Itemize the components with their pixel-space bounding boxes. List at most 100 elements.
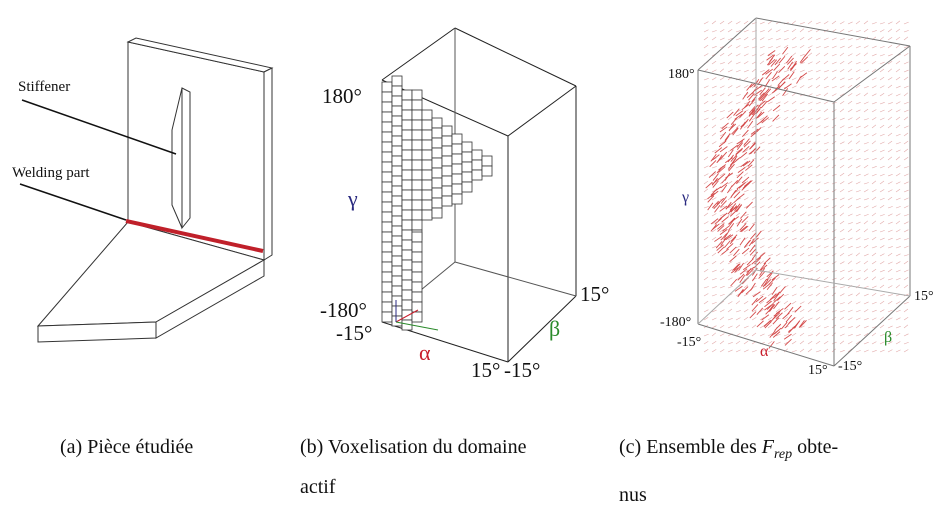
vector-arrow bbox=[748, 223, 755, 232]
vector-arrow bbox=[871, 285, 877, 289]
vector-arrow bbox=[758, 271, 765, 279]
vector-arrow bbox=[739, 110, 747, 118]
vector-arrow bbox=[775, 220, 781, 225]
vector-arrow bbox=[730, 234, 738, 242]
vector-arrow bbox=[863, 309, 869, 313]
vector-arrow bbox=[743, 140, 751, 148]
vector-arrow bbox=[791, 270, 797, 273]
voxel-cell bbox=[431, 157, 443, 169]
vector-arrow bbox=[703, 309, 709, 313]
vector-arrow bbox=[759, 172, 765, 177]
vector-arrow bbox=[775, 156, 781, 161]
voxel-cell bbox=[421, 139, 433, 151]
vector-arrow bbox=[716, 165, 724, 174]
vector-arrow bbox=[727, 301, 733, 305]
vector-arrow bbox=[717, 225, 725, 232]
vector-arrow bbox=[863, 61, 869, 65]
vector-arrow bbox=[879, 324, 885, 329]
voxel-cell bbox=[421, 199, 433, 211]
vector-arrow bbox=[703, 29, 709, 33]
vector-arrow bbox=[772, 71, 778, 80]
vector-arrow bbox=[863, 157, 869, 161]
vector-arrow bbox=[705, 181, 713, 189]
vector-arrow bbox=[711, 36, 717, 41]
vector-arrow bbox=[759, 264, 768, 272]
vector-arrow bbox=[863, 332, 869, 337]
vector-arrow bbox=[815, 117, 821, 121]
vector-arrow bbox=[796, 75, 802, 84]
vector-arrow bbox=[762, 88, 770, 96]
vector-arrow bbox=[743, 124, 749, 129]
vector-arrow bbox=[807, 156, 813, 161]
vector-arrow bbox=[714, 236, 723, 242]
vector-arrow bbox=[863, 293, 869, 297]
voxel-cell bbox=[401, 229, 413, 241]
vector-arrow bbox=[759, 117, 765, 121]
voxel-cell bbox=[461, 161, 473, 173]
voxel-cell bbox=[441, 125, 453, 137]
vector-arrow bbox=[863, 164, 869, 169]
vector-arrow bbox=[799, 252, 805, 257]
vector-arrow bbox=[719, 117, 725, 121]
vector-arrow bbox=[839, 286, 845, 289]
vector-arrow bbox=[777, 293, 785, 301]
vector-arrow bbox=[779, 286, 786, 294]
vector-arrow bbox=[783, 188, 789, 193]
vector-arrow bbox=[724, 230, 730, 239]
vector-arrow bbox=[735, 252, 741, 257]
vector-arrow bbox=[839, 261, 845, 265]
vector-arrow bbox=[783, 53, 789, 57]
vector-arrow bbox=[733, 263, 741, 271]
voxel-cell bbox=[391, 165, 403, 177]
voxel-cell bbox=[421, 189, 433, 201]
vector-arrow bbox=[807, 118, 813, 121]
vector-arrow bbox=[799, 340, 805, 345]
vector-arrow bbox=[887, 36, 893, 41]
vector-arrow bbox=[823, 70, 829, 73]
vector-arrow bbox=[767, 50, 776, 57]
voxel-cell bbox=[411, 231, 423, 243]
vector-arrow bbox=[871, 166, 877, 169]
vector-arrow bbox=[895, 341, 901, 345]
vector-arrow bbox=[831, 20, 837, 25]
vector-arrow bbox=[847, 326, 853, 329]
vector-arrow bbox=[863, 125, 869, 129]
vector-arrow bbox=[767, 188, 773, 193]
vector-arrow bbox=[855, 237, 861, 241]
vector-arrow bbox=[714, 205, 721, 213]
vector-arrow bbox=[766, 57, 774, 66]
voxel-cell bbox=[441, 185, 453, 197]
vector-arrow bbox=[775, 149, 781, 153]
vector-arrow bbox=[903, 85, 909, 89]
vector-arrow bbox=[815, 212, 821, 217]
gamma-symbol: γ bbox=[682, 189, 690, 206]
vector-arrow bbox=[767, 101, 773, 105]
vector-arrow bbox=[719, 285, 725, 289]
vector-arrow bbox=[711, 260, 717, 265]
vector-arrow bbox=[735, 245, 741, 249]
vector-arrow bbox=[759, 141, 765, 145]
vector-arrow bbox=[863, 45, 869, 49]
vector-arrow bbox=[791, 276, 797, 281]
vector-arrow bbox=[723, 234, 732, 241]
vector-arrow bbox=[775, 180, 781, 185]
vector-arrow bbox=[807, 294, 813, 297]
voxel-cell bbox=[391, 105, 403, 117]
vector-arrow bbox=[711, 221, 717, 225]
voxel-cell bbox=[431, 127, 443, 139]
voxel-cell bbox=[421, 209, 433, 221]
vector-arrow bbox=[871, 220, 877, 225]
vector-arrow bbox=[703, 221, 709, 225]
vector-arrow bbox=[751, 304, 759, 312]
vector-arrow bbox=[783, 93, 789, 97]
vector-arrow bbox=[823, 133, 829, 137]
voxel-cell bbox=[401, 219, 413, 231]
vector-arrow bbox=[791, 237, 797, 241]
vector-arrow bbox=[815, 69, 821, 73]
vector-arrow bbox=[839, 38, 845, 41]
voxel-cell bbox=[451, 193, 463, 205]
vector-arrow bbox=[703, 180, 709, 185]
vector-arrow bbox=[766, 296, 774, 304]
vector-arrow bbox=[895, 181, 901, 185]
vector-arrow bbox=[823, 221, 829, 225]
